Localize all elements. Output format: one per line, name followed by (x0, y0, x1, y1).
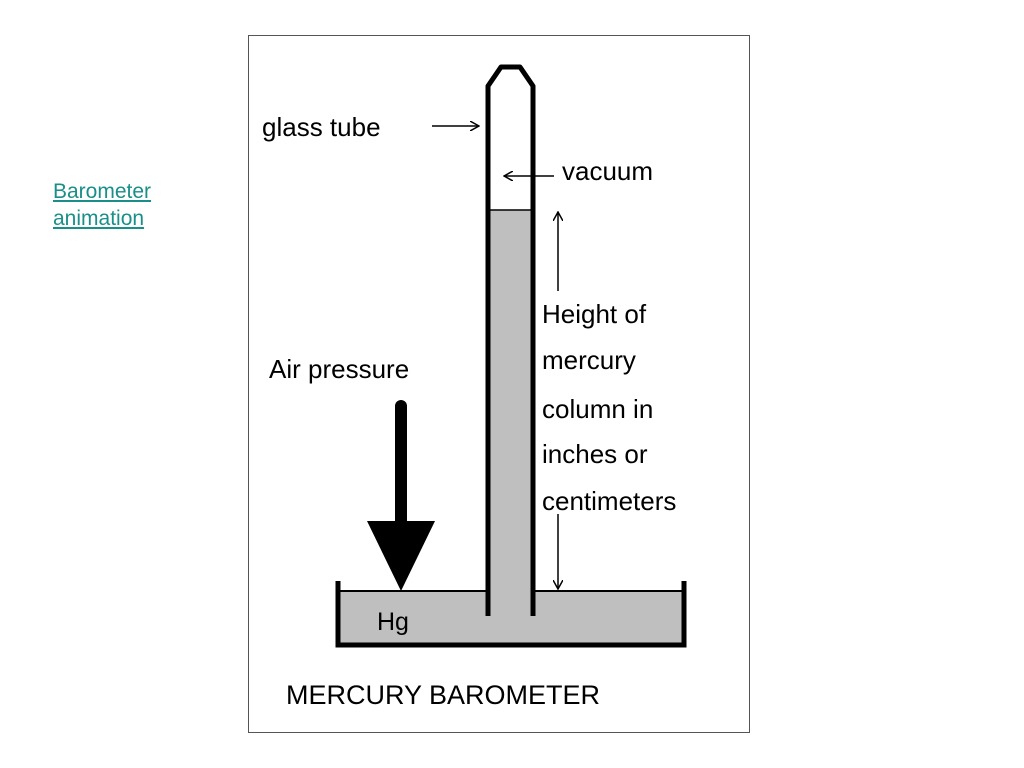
label-height-line1: Height of (542, 299, 647, 329)
label-hg: Hg (377, 608, 409, 636)
label-height-line5: centimeters (542, 486, 676, 516)
air-pressure-arrow-head (367, 521, 435, 591)
tube-mercury-column (488, 210, 533, 620)
barometer-animation-link[interactable]: Barometer animation (53, 178, 193, 232)
glass-tube (485, 64, 536, 616)
dish (335, 581, 687, 648)
barometer-svg: glass tube vacuum Height of mercury colu… (262, 64, 687, 710)
label-glass-tube: glass tube (262, 112, 381, 142)
label-height-line4: inches or (542, 439, 648, 469)
label-height-line2: mercury (542, 345, 636, 375)
link-text-line2[interactable]: animation (53, 207, 145, 230)
link-text-line1[interactable]: Barometer (53, 180, 152, 203)
label-height-line3: column in (542, 394, 653, 424)
mercury-barometer-diagram: glass tube vacuum Height of mercury colu… (248, 35, 750, 733)
label-vacuum: vacuum (562, 156, 653, 186)
label-air-pressure: Air pressure (269, 354, 409, 384)
caption: MERCURY BAROMETER (286, 680, 600, 710)
